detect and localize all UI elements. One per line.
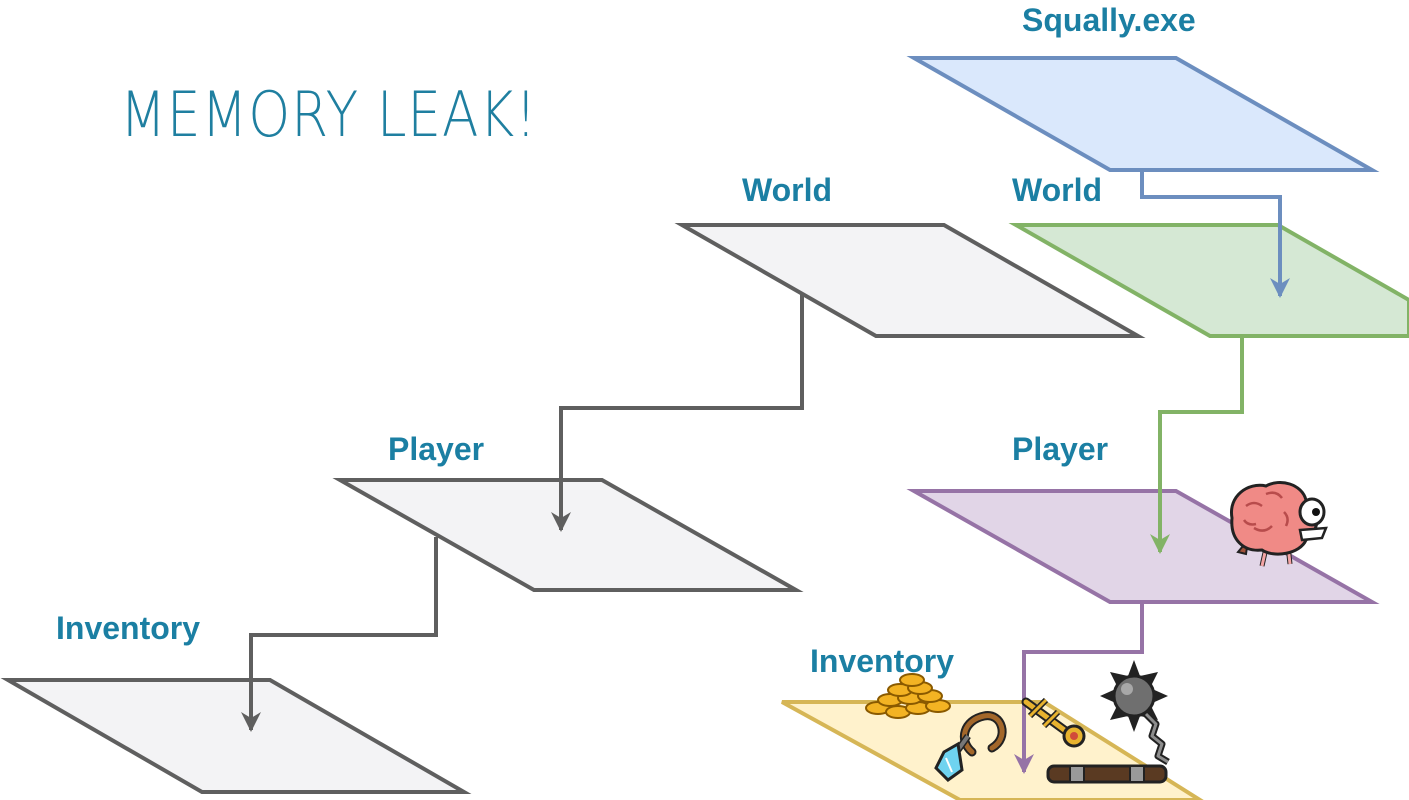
world-label-left: World [742, 172, 832, 208]
spiked-flail-icon [1046, 660, 1170, 784]
pointer-arrow-player-to-inventory-left [241, 537, 438, 732]
pointer-arrow-world-to-player-left [551, 293, 804, 532]
world-plane-left [674, 223, 1146, 338]
gold-coins-icon [865, 673, 951, 719]
player-label-right: Player [1012, 431, 1108, 467]
player-label-left: Player [388, 431, 484, 467]
pointer-arrow-exe-to-world-right [1140, 170, 1290, 298]
world-label-right: World [1012, 172, 1102, 208]
squally-exe-label: Squally.exe [1022, 2, 1196, 38]
player-plane-left [332, 478, 804, 592]
pointer-arrow-player-to-inventory-right [1014, 602, 1144, 774]
world-plane-right [1008, 223, 1409, 338]
brain-creature-icon [1230, 481, 1328, 567]
potion-icon [934, 733, 971, 782]
key-icon [1021, 697, 1086, 748]
player-plane-right [906, 489, 1380, 604]
inventory-label-left: Inventory [56, 610, 200, 646]
inventory-label-right: Inventory [810, 643, 954, 679]
pointer-arrow-world-to-player-right [1150, 336, 1244, 554]
page-title: MEMORY LEAK! [120, 78, 538, 151]
inventory-plane-left [0, 678, 472, 794]
squally-exe-plane [906, 56, 1380, 172]
